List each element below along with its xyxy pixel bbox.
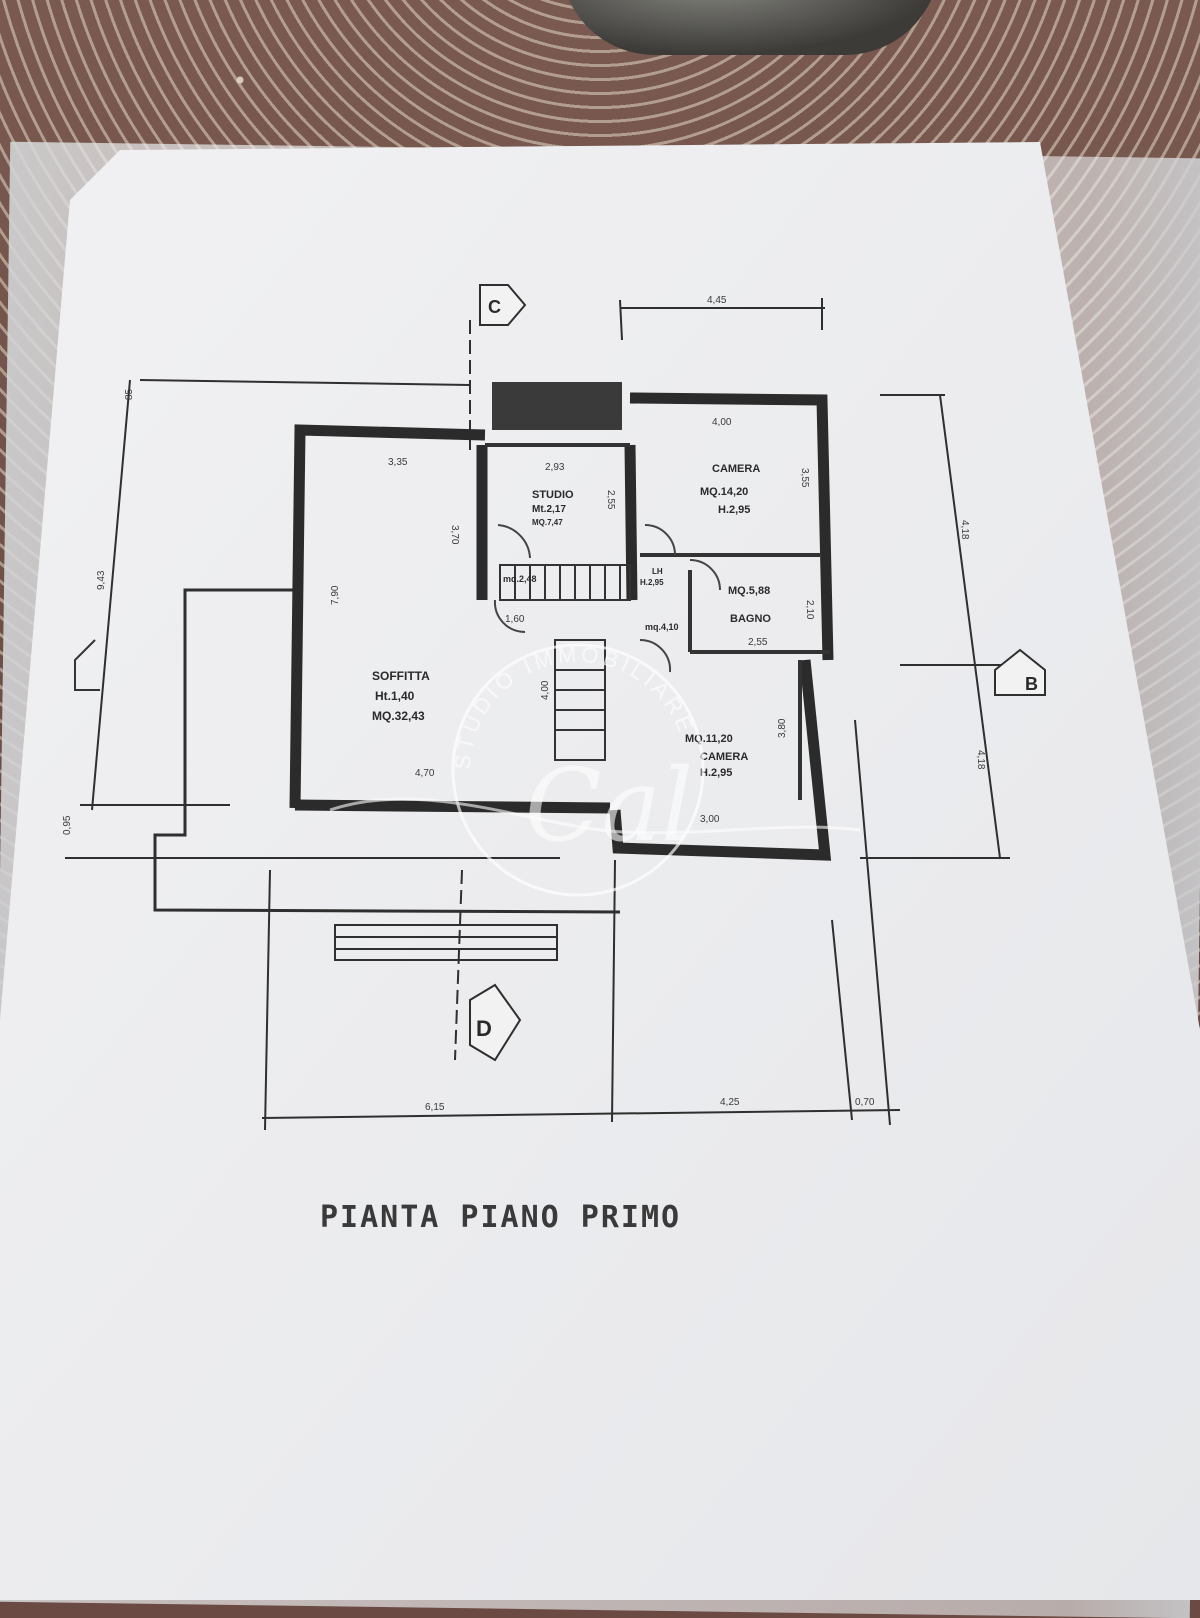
svg-text:H.2,95: H.2,95 [700,767,732,779]
svg-text:BAGNO: BAGNO [730,613,771,625]
paper-sheet [0,142,1200,1600]
room-soffitta: SOFFITTA Ht.1,40 MQ.32,43 [372,669,430,723]
svg-text:Mt.2,17: Mt.2,17 [532,504,566,515]
room-studio: STUDIO Mt.2,17 MQ.7,47 [532,489,574,527]
dimension-labels: 4,45 4,00 3,35 2,93 3,70 2,55 3,55 9,43 … [62,295,986,1113]
svg-text:SOFFITTA: SOFFITTA [372,669,430,683]
svg-text:Cal: Cal [525,747,693,864]
svg-text:MQ.11,20: MQ.11,20 [685,733,733,745]
svg-text:MQ.14,20: MQ.14,20 [700,486,748,498]
svg-text:3,70: 3,70 [449,525,460,545]
svg-text:2,93: 2,93 [545,462,565,473]
svg-text:6,15: 6,15 [425,1102,445,1113]
corridor-area: mq.4,10 [645,622,679,632]
svg-text:MQ.7,47: MQ.7,47 [532,518,563,527]
wc-height: H.2,95 [640,578,664,587]
svg-text:2,10: 2,10 [804,600,815,620]
svg-text:85: 85 [124,388,135,400]
svg-text:C: C [488,297,501,317]
room-bagno: MQ.5,88 BAGNO [728,585,771,625]
svg-text:4,00: 4,00 [712,417,732,428]
svg-text:CAMERA: CAMERA [700,751,748,763]
svg-text:MQ.32,43: MQ.32,43 [372,709,425,723]
section-marker-left [74,639,100,691]
plan-title: PIANTA PIANO PRIMO [320,1200,682,1235]
svg-text:4,45: 4,45 [707,295,727,306]
svg-text:4,00: 4,00 [540,680,551,700]
svg-text:STUDIO: STUDIO [532,489,574,501]
svg-text:Ht.1,40: Ht.1,40 [375,689,415,703]
door-swings [493,524,721,673]
svg-text:7,90: 7,90 [330,585,341,605]
svg-text:4,25: 4,25 [720,1097,740,1108]
svg-text:4,70: 4,70 [415,768,435,779]
svg-text:3,35: 3,35 [388,457,408,468]
svg-text:MQ.5,88: MQ.5,88 [728,585,770,597]
wc-code: LH [652,567,663,576]
svg-text:H.2,95: H.2,95 [718,504,750,516]
svg-text:4,18: 4,18 [959,520,970,540]
svg-text:2,55: 2,55 [605,490,616,510]
svg-text:3,80: 3,80 [777,718,788,738]
svg-text:D: D [476,1016,492,1041]
svg-text:9,43: 9,43 [96,570,107,590]
svg-text:3,00: 3,00 [700,814,720,825]
section-marker-b: B [994,648,1046,696]
svg-text:0,95: 0,95 [62,815,73,835]
staircase [499,564,631,761]
svg-text:2,55: 2,55 [748,637,768,648]
svg-text:CAMERA: CAMERA [712,463,760,475]
stair-landing-area: mq.2,48 [503,574,537,584]
section-marker-d: D [469,983,522,1062]
svg-text:0,70: 0,70 [855,1097,875,1108]
svg-text:4,18: 4,18 [975,750,986,770]
svg-text:B: B [1025,674,1038,694]
chimney-block [492,382,622,430]
svg-text:3,55: 3,55 [799,468,810,488]
room-camera-1: CAMERA MQ.14,20 H.2,95 [700,463,760,516]
vase-object [560,0,940,55]
svg-text:1,60: 1,60 [505,614,525,625]
section-marker-c: C [479,284,527,326]
